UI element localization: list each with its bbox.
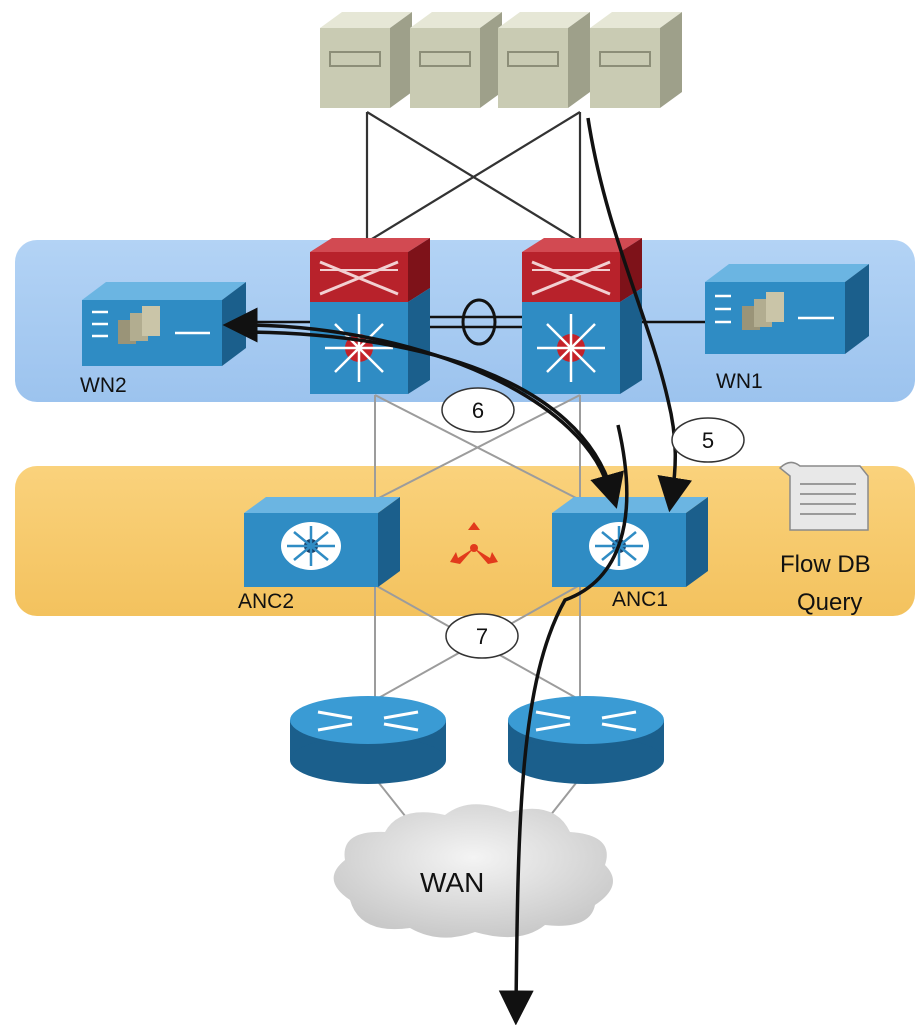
wn2-label: WN2 xyxy=(80,374,127,397)
router-left xyxy=(290,696,446,784)
switch-icon xyxy=(522,288,642,394)
flow-6-arrow-upper xyxy=(222,307,612,496)
router-icon xyxy=(290,696,446,784)
flow-arrows xyxy=(222,117,693,1026)
step-6-label: 6 xyxy=(472,398,484,423)
cloud-icon xyxy=(333,804,613,938)
router-right xyxy=(508,696,664,784)
anc1-label: ANC1 xyxy=(612,588,668,611)
flow-5-arrow xyxy=(586,117,693,513)
firewall-icon xyxy=(310,238,430,302)
step-7-label: 7 xyxy=(476,624,488,649)
firewall-icon xyxy=(522,238,642,302)
anc1-device xyxy=(552,497,708,587)
step-5-label: 5 xyxy=(702,428,714,453)
waas-node-band xyxy=(15,240,915,402)
wn1-label: WN1 xyxy=(716,370,763,393)
waas-node-wn2 xyxy=(82,282,246,366)
anc2-device xyxy=(244,497,400,587)
server-icon xyxy=(590,12,682,108)
anc-band xyxy=(15,466,915,616)
cluster-icon xyxy=(450,522,498,564)
router-icon xyxy=(508,696,664,784)
anc2-label: ANC2 xyxy=(238,590,294,613)
flow-db-label-line2: Query xyxy=(797,589,862,616)
flow-7-arrow xyxy=(498,424,629,1026)
step-5-callout: 5 xyxy=(671,417,745,463)
document-icon xyxy=(778,461,869,531)
server-group xyxy=(320,12,682,108)
wan-label: WAN xyxy=(420,867,484,898)
aggregation-switch-left xyxy=(310,238,430,394)
server-links xyxy=(365,111,582,243)
switch-icon xyxy=(310,288,430,394)
waas-node-wn1 xyxy=(705,264,869,354)
flow-db-label-line1: Flow DB xyxy=(780,551,871,578)
server-icon xyxy=(410,12,502,108)
server-icon xyxy=(498,12,590,108)
flow-6-arrow-lower xyxy=(247,330,624,509)
step-7-callout: 7 xyxy=(445,613,519,659)
server-icon xyxy=(320,12,412,108)
aggregation-switch-right xyxy=(522,238,642,394)
step-6-callout: 6 xyxy=(441,387,515,433)
port-channel-link xyxy=(205,298,714,346)
